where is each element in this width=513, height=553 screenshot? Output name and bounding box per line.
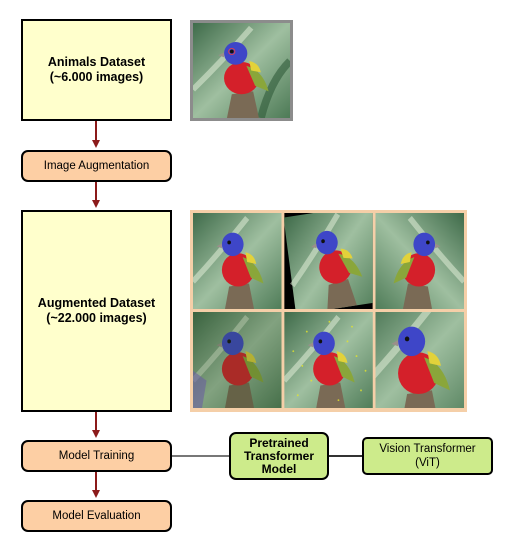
augmented-dataset-box: Augmented Dataset (~22.000 images) [21,210,172,412]
model-evaluation-box: Model Evaluation [21,500,172,532]
animals-dataset-box: Animals Dataset (~6.000 images) [21,19,172,121]
original-bird-photo [190,20,293,121]
pretrained-transformer-box: Pretrained Transformer Model [229,432,329,480]
augmented-birds-image-icon [193,213,464,409]
bird-image-icon [193,23,290,118]
vision-transformer-box: Vision Transformer (ViT) [362,437,493,475]
image-augmentation-box: Image Augmentation [21,150,172,182]
model-training-box: Model Training [21,440,172,472]
augmented-images-grid [190,210,467,412]
